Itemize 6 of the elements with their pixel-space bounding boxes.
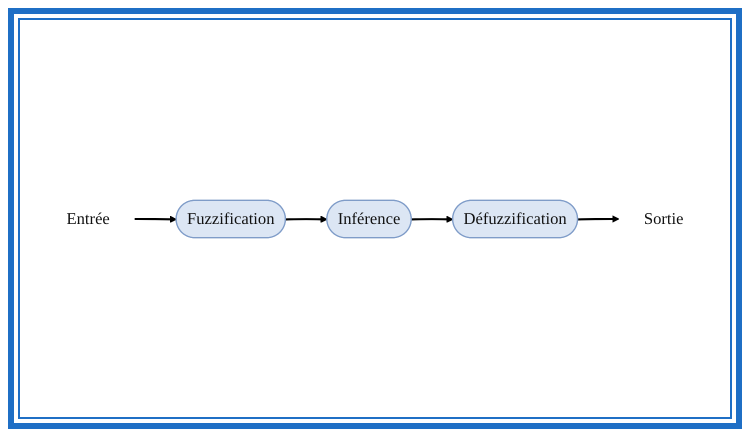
node-text: Sortie: [644, 209, 684, 228]
arrow: [578, 214, 620, 222]
arrow: [134, 215, 177, 222]
arrow: [412, 215, 454, 222]
node-text: Entrée: [66, 209, 110, 228]
arrow: [286, 215, 328, 222]
